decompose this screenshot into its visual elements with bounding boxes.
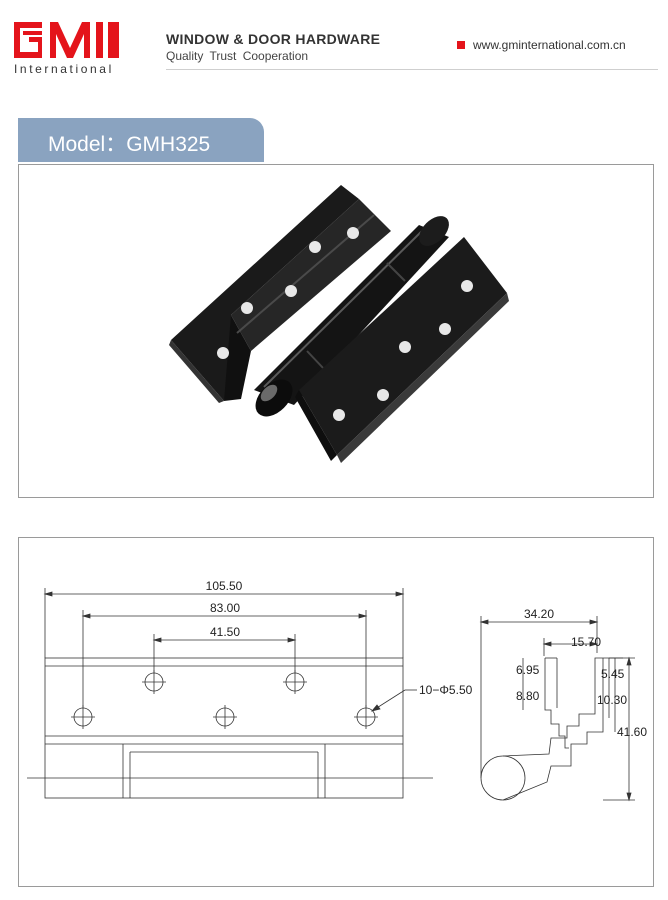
mounting-holes [71,670,378,729]
side-dim-a: 6.95 [516,663,540,677]
website-link[interactable]: www.gminternational.com.cn [457,38,626,52]
technical-drawing: 105.50 83.00 41.50 10−Φ5.50 [27,579,647,802]
website-text: www.gminternational.com.cn [473,38,626,52]
technical-drawing-frame: 105.50 83.00 41.50 10−Φ5.50 [18,537,654,887]
dim-overall-width: 105.50 [206,579,243,593]
hole-callout: 10−Φ5.50 [419,683,473,697]
gm-logo-icon [14,22,119,58]
hinge-photo-icon [169,185,509,463]
model-label: Model：GMH325 [48,133,211,156]
left-leaf [169,185,391,403]
side-view [479,616,635,802]
product-photo-frame [18,164,654,498]
dim-hole-span-inner: 41.50 [210,625,240,639]
front-view [27,588,433,799]
hinge-barrel [254,216,449,417]
header-divider [166,69,658,70]
red-square-icon [457,41,465,49]
company-tagline: Quality Trust Cooperation [166,49,309,63]
side-dim-c: 5.45 [601,667,625,681]
side-dim-overall-height: 41.60 [617,725,647,739]
dim-hole-span-outer: 83.00 [210,601,240,615]
model-tab: Model：GMH325 [18,118,264,162]
company-title: WINDOW & DOOR HARDWARE [166,31,381,47]
side-dim-overall-width: 34.20 [524,607,554,621]
brand-name: International [14,62,114,76]
side-dim-d: 10.30 [597,693,627,707]
right-leaf [295,237,509,463]
side-dim-inner-width: 15.70 [571,635,601,649]
side-dim-b: 8.80 [516,689,540,703]
brand-logo: International [12,20,124,80]
